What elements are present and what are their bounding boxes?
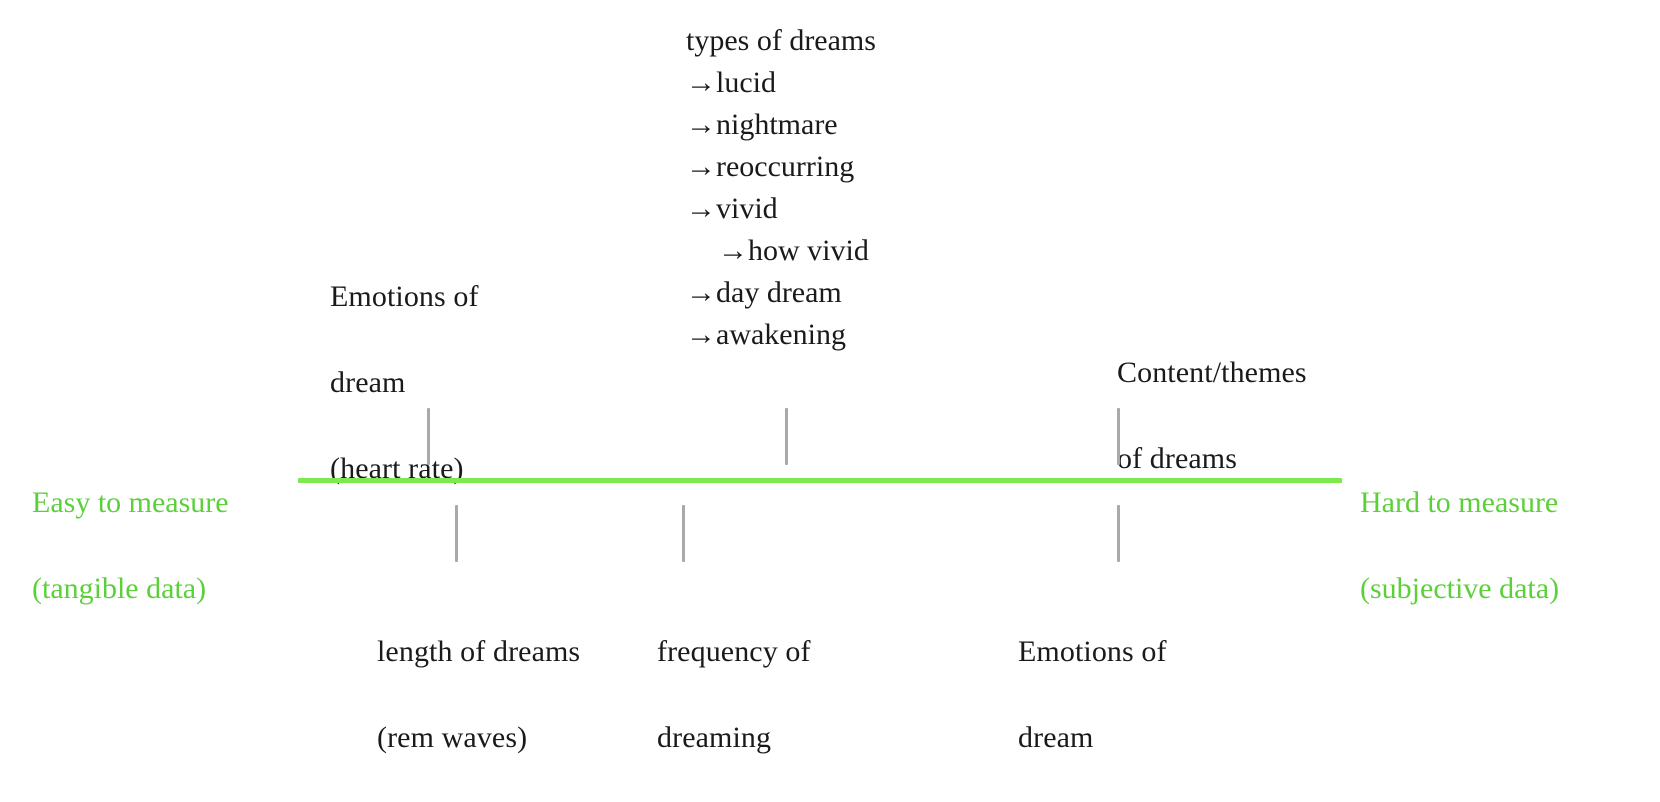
arrow-icon: →	[686, 318, 716, 351]
tree-item-day-dream: →day dream	[686, 272, 1016, 314]
annotation-frequency-of-dreaming: frequency of dreaming	[657, 587, 917, 802]
tree-item-nightmare: →nightmare	[686, 104, 1016, 146]
tree-item-lucid: →lucid	[686, 62, 1016, 104]
tree-item-label: day dream	[716, 276, 842, 309]
arrow-icon: →	[686, 150, 716, 183]
arrow-icon: →	[686, 276, 716, 309]
annotation-line: (rem waves)	[377, 721, 528, 754]
tree-item-label: awakening	[716, 318, 846, 351]
endpoint-line: Hard to measure	[1360, 486, 1559, 519]
tick-below-emotions-conscious-feeling	[1117, 505, 1120, 562]
arrow-icon: →	[686, 108, 716, 141]
annotation-length-of-dreams: length of dreams (rem waves)	[377, 587, 657, 802]
annotation-emotions-conscious-feeling: Emotions of dream (conscious feeling)	[1018, 587, 1268, 802]
annotation-line: Emotions of	[1018, 635, 1167, 668]
arrow-icon: →	[718, 234, 748, 267]
annotation-types-of-dreams: types of dreams →lucid →nightmare →reocc…	[686, 20, 1016, 356]
annotation-line: of dreams	[1117, 442, 1238, 475]
annotation-line: dream	[1018, 721, 1094, 754]
tree-item-label: nightmare	[716, 108, 838, 141]
tree-item-reoccurring: →reoccurring	[686, 146, 1016, 188]
annotation-line: dreaming	[657, 721, 772, 754]
tree-item-label: vivid	[716, 192, 778, 225]
endpoint-line: Easy to measure	[32, 486, 229, 519]
tree-item-how-vivid: →how vivid	[686, 230, 1016, 272]
annotation-line: length of dreams	[377, 635, 581, 668]
tree-item-label: lucid	[716, 66, 776, 99]
tree-item-awakening: →awakening	[686, 314, 1016, 356]
endpoint-label-left: Easy to measure (tangible data)	[32, 438, 292, 653]
tick-above-emotions-heart-rate	[427, 408, 430, 465]
endpoint-line: (tangible data)	[32, 572, 207, 605]
annotation-line: Content/themes	[1117, 356, 1307, 389]
arrow-icon: →	[686, 192, 716, 225]
endpoint-label-right: Hard to measure (subjective data)	[1360, 438, 1650, 653]
annotation-line: Emotions of	[330, 280, 479, 313]
tree-item-vivid: →vivid	[686, 188, 1016, 230]
tree-item-label: how vivid	[748, 234, 869, 267]
annotation-line: dream	[330, 366, 406, 399]
endpoint-line: (subjective data)	[1360, 572, 1560, 605]
tick-below-length-of-dreams	[455, 505, 458, 562]
tick-above-content-themes	[1117, 408, 1120, 465]
arrow-icon: →	[686, 66, 716, 99]
tree-title: types of dreams	[686, 24, 876, 57]
spectrum-axis-line	[298, 478, 1342, 483]
tick-above-types-of-dreams	[785, 408, 788, 465]
tree-item-label: reoccurring	[716, 150, 855, 183]
annotation-line: (heart rate)	[330, 452, 464, 485]
annotation-content-themes: Content/themes of dreams	[1117, 308, 1417, 523]
tick-below-frequency-of-dreaming	[682, 505, 685, 562]
annotation-emotions-heart-rate: Emotions of dream (heart rate)	[330, 232, 580, 533]
annotation-line: frequency of	[657, 635, 811, 668]
